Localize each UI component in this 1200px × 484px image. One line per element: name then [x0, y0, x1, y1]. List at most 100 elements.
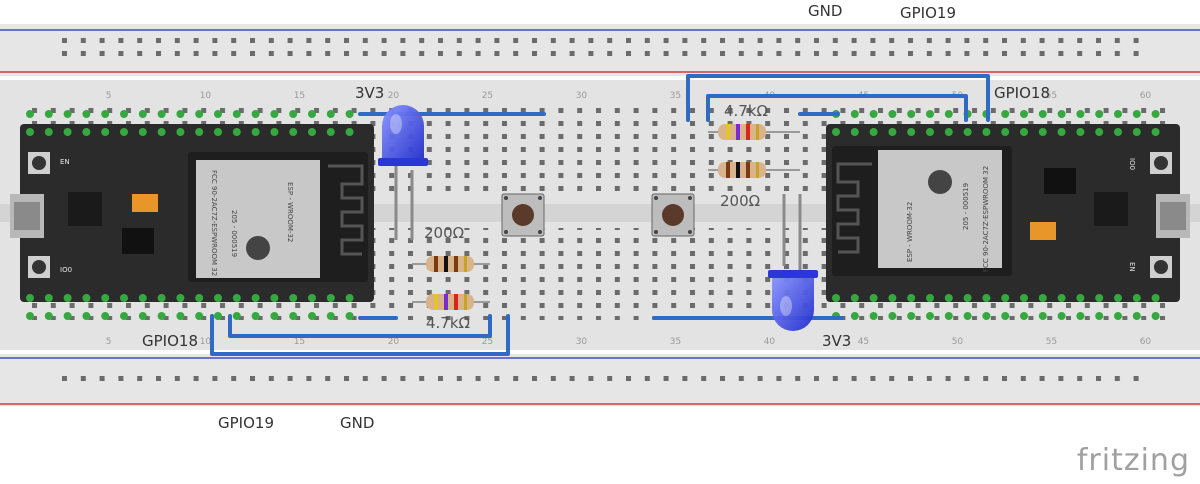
header-pin — [963, 294, 972, 302]
header-pin — [1020, 294, 1028, 302]
header-pin — [926, 110, 934, 118]
label-bottom-gnd: GND — [340, 414, 374, 432]
header-pin — [214, 110, 222, 118]
header-pin — [1151, 128, 1160, 136]
resistor-label-right-top: 4.7kΩ — [724, 102, 768, 120]
wire-gpio19-right — [706, 94, 968, 122]
resistor-4k7-right — [718, 124, 766, 140]
header-pin — [850, 110, 859, 118]
header-pin — [1114, 128, 1122, 136]
header-pin — [82, 312, 91, 320]
header-pin — [345, 294, 354, 302]
header-pin — [44, 312, 53, 320]
en-button-label-right: EN — [1128, 262, 1136, 272]
header-pin — [1114, 110, 1122, 118]
header-pin — [270, 110, 279, 118]
header-pin — [1076, 294, 1085, 302]
header-pin — [982, 294, 991, 302]
label-top-gnd: GND — [808, 2, 842, 20]
module-fcc-right: FCC 90-2AC7Z-ESPWROOM 32 — [982, 166, 990, 272]
header-pin — [26, 110, 34, 118]
header-pin — [1057, 110, 1066, 118]
header-pin — [195, 312, 204, 320]
header-pin — [308, 294, 316, 302]
header-pin — [308, 128, 316, 136]
header-pin — [44, 128, 53, 136]
header-pin — [1114, 312, 1122, 320]
header-pin — [907, 128, 916, 136]
header-pin — [82, 128, 91, 136]
header-pin — [326, 294, 335, 302]
header-pin — [270, 312, 279, 320]
pin-row-bottom-left — [26, 294, 354, 320]
column-number: 55 — [1046, 337, 1057, 347]
header-pin — [289, 110, 298, 118]
column-number: 5 — [106, 337, 112, 347]
header-pin — [63, 294, 72, 302]
column-number: 30 — [576, 91, 588, 101]
led-blue-right — [768, 270, 818, 331]
resistor-label-left-top: 200Ω — [424, 224, 464, 242]
io0-button-label-right: IO0 — [1128, 158, 1136, 170]
header-pin — [869, 312, 878, 320]
header-pin — [214, 294, 222, 302]
header-pin — [1076, 110, 1085, 118]
pin-row-top-left — [26, 110, 354, 136]
header-pin — [963, 312, 972, 320]
header-pin — [120, 294, 128, 302]
column-number: 35 — [670, 91, 681, 101]
header-pin — [120, 312, 128, 320]
header-pin — [120, 128, 128, 136]
resistor-200-right — [718, 162, 766, 178]
header-pin — [1095, 312, 1104, 320]
header-pin — [138, 128, 147, 136]
header-pin — [26, 312, 34, 320]
header-pin — [944, 128, 953, 136]
header-pin — [289, 312, 298, 320]
header-pin — [944, 312, 953, 320]
antenna-trace-left — [328, 164, 364, 256]
header-pin — [176, 294, 185, 302]
header-pin — [963, 128, 972, 136]
header-pin — [869, 294, 878, 302]
header-pin — [157, 110, 166, 118]
label-right-3v3: 3V3 — [822, 332, 851, 350]
header-pin — [982, 312, 991, 320]
header-pin — [1132, 294, 1141, 302]
header-pin — [869, 110, 878, 118]
module-name-left: ESP - WROOM-32 — [286, 182, 294, 242]
header-pin — [1001, 294, 1010, 302]
column-number: 15 — [294, 337, 305, 347]
bottom-power-rail — [0, 354, 1200, 406]
header-pin — [1076, 312, 1085, 320]
header-pin — [1001, 110, 1010, 118]
label-left-gpio18: GPIO18 — [142, 332, 198, 350]
header-pin — [326, 110, 335, 118]
header-pin — [101, 312, 110, 320]
header-pin — [195, 294, 204, 302]
module-name-right: ESP - WROOM-32 — [906, 202, 914, 262]
header-pin — [251, 128, 260, 136]
header-pin — [1076, 128, 1085, 136]
column-number: 30 — [576, 337, 588, 347]
header-pin — [138, 312, 147, 320]
label-right-gpio18: GPIO18 — [994, 84, 1050, 102]
header-pin — [1151, 312, 1160, 320]
header-pin — [63, 128, 72, 136]
header-pin — [888, 312, 897, 320]
header-pin — [120, 110, 128, 118]
push-button-left — [501, 193, 545, 237]
resistor-label-left-bottom: 4.7kΩ — [426, 314, 470, 332]
column-number: 55 — [1046, 91, 1057, 101]
header-pin — [63, 110, 72, 118]
header-pin — [944, 110, 953, 118]
antenna-trace-right — [836, 162, 872, 254]
label-top-gpio19: GPIO19 — [900, 4, 956, 22]
header-pin — [270, 128, 279, 136]
header-pin — [1057, 312, 1066, 320]
header-pin — [157, 128, 166, 136]
header-pin — [345, 312, 354, 320]
column-number: 25 — [482, 337, 493, 347]
header-pin — [138, 294, 147, 302]
